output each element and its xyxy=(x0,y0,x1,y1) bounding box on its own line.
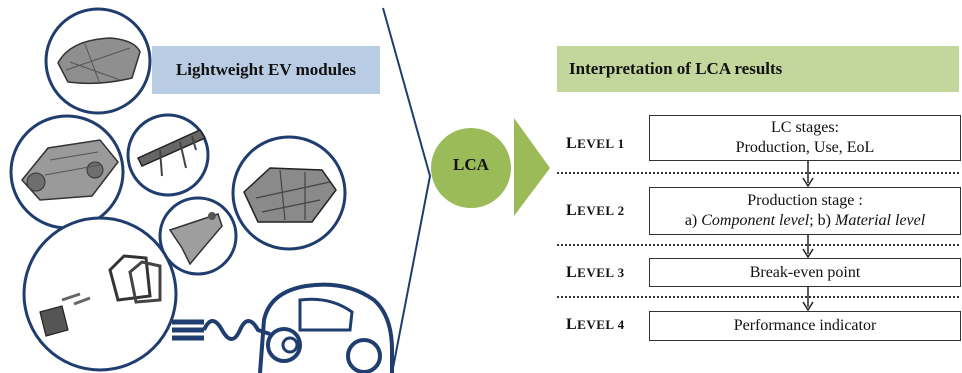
left-label-text: Lightweight EV modules xyxy=(175,60,357,79)
lca-label: LCA xyxy=(431,155,511,175)
level-4-line1: Performance indicator xyxy=(733,317,877,334)
separator-1 xyxy=(557,172,959,174)
suspension-arm-icon xyxy=(158,196,238,276)
ev-charging-car-icon xyxy=(172,282,394,373)
car-chassis-icon xyxy=(9,114,125,230)
front-frame-icon xyxy=(231,135,347,251)
level-1-label: LEVEL 1 xyxy=(566,135,625,152)
level-2-box: Production stage : a) Component level; b… xyxy=(649,187,961,235)
level-2-line1: Production stage : xyxy=(747,192,863,209)
level-3-line1: Break-even point xyxy=(749,263,861,281)
level-1-line2: Production, Use, EoL xyxy=(735,139,875,156)
level-2-label: LEVEL 2 xyxy=(566,202,625,219)
level-1-box: LC stages: Production, Use, EoL xyxy=(649,115,961,161)
level-4-box: Performance indicator xyxy=(649,311,961,341)
dashboard-beam-icon xyxy=(126,113,210,197)
door-panels-icon xyxy=(22,216,178,372)
lca-arrow xyxy=(514,118,550,216)
lca-circle xyxy=(431,128,511,208)
car-hood-icon xyxy=(44,7,152,115)
level-2-line2: a) Component level; b) Material level xyxy=(684,212,926,229)
separator-3 xyxy=(557,296,959,298)
divider-chevron-line xyxy=(382,7,432,369)
right-label-text: Interpretation of LCA results xyxy=(569,59,783,78)
level-4-label: LEVEL 4 xyxy=(566,316,625,333)
separator-2 xyxy=(557,244,959,246)
interpretation-label: Interpretation of LCA results xyxy=(557,46,959,92)
lca-label-text: LCA xyxy=(453,155,489,174)
level-3-label: LEVEL 3 xyxy=(566,264,625,281)
level-arrows xyxy=(802,160,814,312)
level-1-line1: LC stages: xyxy=(771,119,839,136)
level-3-box: Break-even point xyxy=(649,258,961,287)
lightweight-ev-modules-label: Lightweight EV modules xyxy=(152,46,380,94)
